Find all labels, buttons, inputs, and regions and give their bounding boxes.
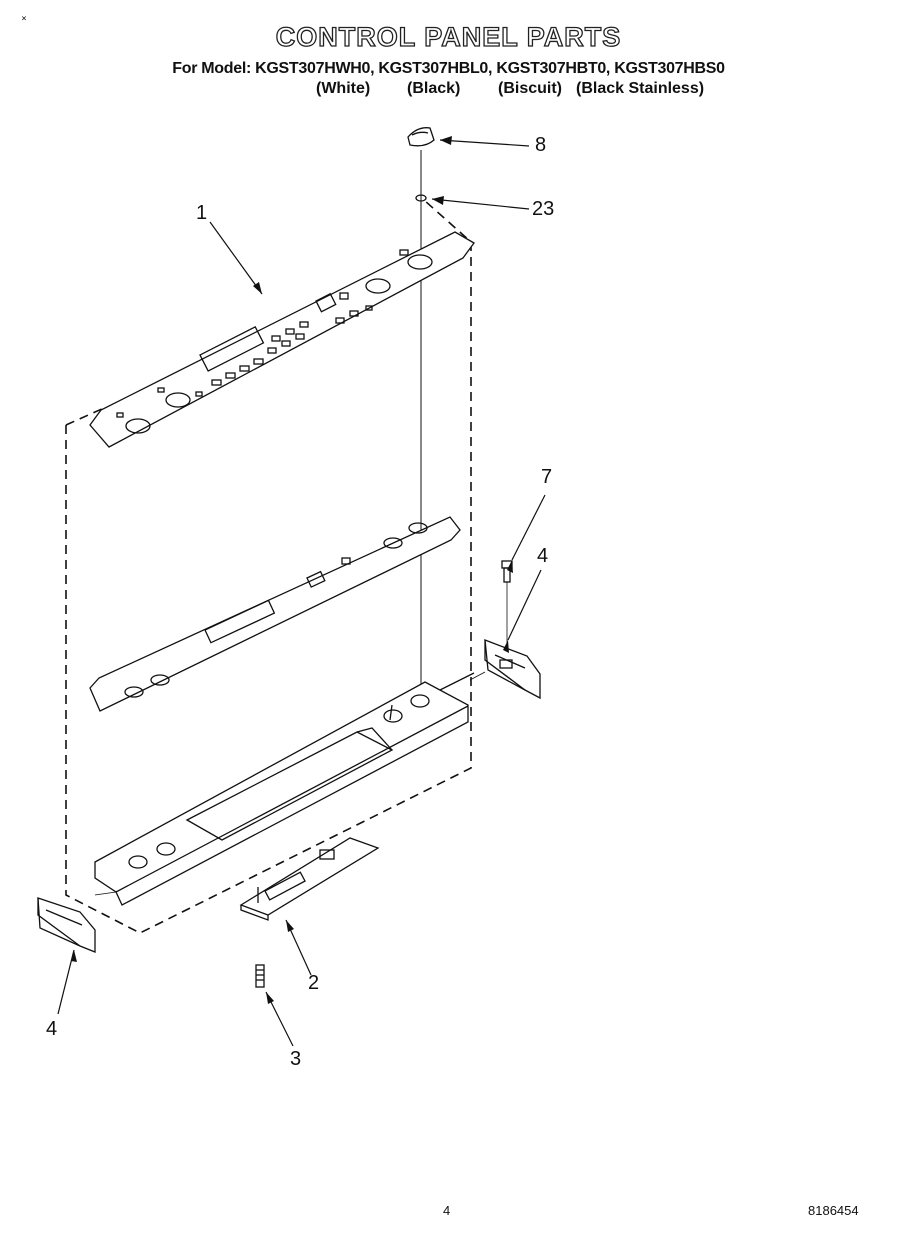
knob-part-8 [407, 127, 435, 147]
callout-4-left: 4 [46, 1018, 58, 1040]
end-cap-left-part-4 [37, 897, 96, 953]
overlay-part-1 [89, 231, 475, 448]
document-number: 8186454 [808, 1203, 859, 1218]
model-list: For Model: KGST307HWH0, KGST307HBL0, KGS… [172, 60, 725, 77]
screw-part-7 [501, 560, 513, 650]
corner-mark: ˟ [22, 14, 26, 28]
end-cap-right-leader [469, 671, 486, 681]
control-board-part-2 [239, 837, 380, 921]
control-panel-body [94, 672, 475, 906]
callout-3: 3 [290, 1048, 302, 1070]
middle-panel [89, 516, 461, 712]
callout-23: 23 [532, 198, 555, 220]
screw-part-3 [255, 964, 265, 988]
spring-clip-part-23 [415, 194, 427, 202]
callout-arrowheads [71, 136, 513, 1004]
callout-2: 2 [308, 972, 320, 994]
callout-7: 7 [541, 466, 553, 488]
assembly-dashed-outline [65, 199, 472, 934]
callout-4-right: 4 [537, 545, 549, 567]
end-cap-right-part-4 [484, 639, 541, 700]
end-cap-left-leader [94, 891, 117, 896]
page-number: 4 [443, 1203, 451, 1218]
finish-biscuit: (Biscuit) [498, 80, 562, 97]
callout-1: 1 [196, 202, 208, 224]
page-title: CONTROL PANEL PARTS [275, 21, 622, 52]
callout-8: 8 [535, 134, 547, 156]
finish-black-stainless: (Black Stainless) [576, 80, 705, 97]
finish-black: (Black) [407, 80, 461, 97]
finish-white: (White) [316, 80, 371, 97]
